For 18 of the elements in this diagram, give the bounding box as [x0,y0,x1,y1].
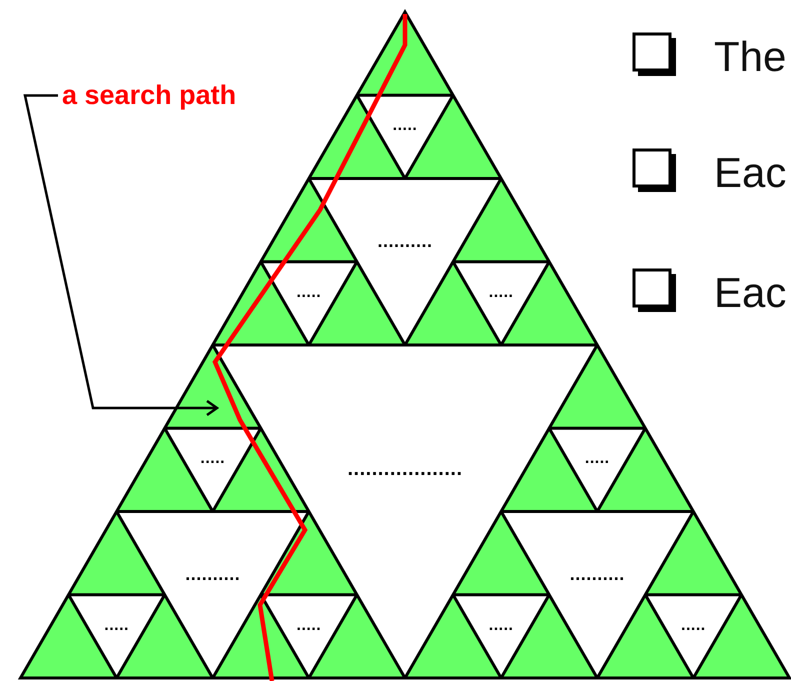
ellipsis-text: ..... [200,451,226,468]
ellipsis-text: ..... [392,118,418,134]
ellipsis-text: .......... [570,564,625,583]
ellipsis-text: ..... [296,284,322,301]
ellipsis-text: ..... [488,284,514,301]
callout-text: a search path [62,82,236,109]
ellipsis-text: ..... [104,618,129,634]
ellipsis-text: ..... [681,618,706,634]
ellipsis-text: .......... [378,232,432,250]
bullet-text: The [714,36,786,78]
bullet-text: Eac [714,272,786,314]
ellipsis-text: ..... [488,618,514,634]
ellipsis-text: ..... [296,618,322,634]
leader-line [23,94,218,416]
ellipsis-text: ..... [584,451,610,468]
ellipsis-text: ................... [347,459,463,480]
ellipsis-text: .......... [185,564,240,583]
bullet-text: Eac [714,152,786,194]
